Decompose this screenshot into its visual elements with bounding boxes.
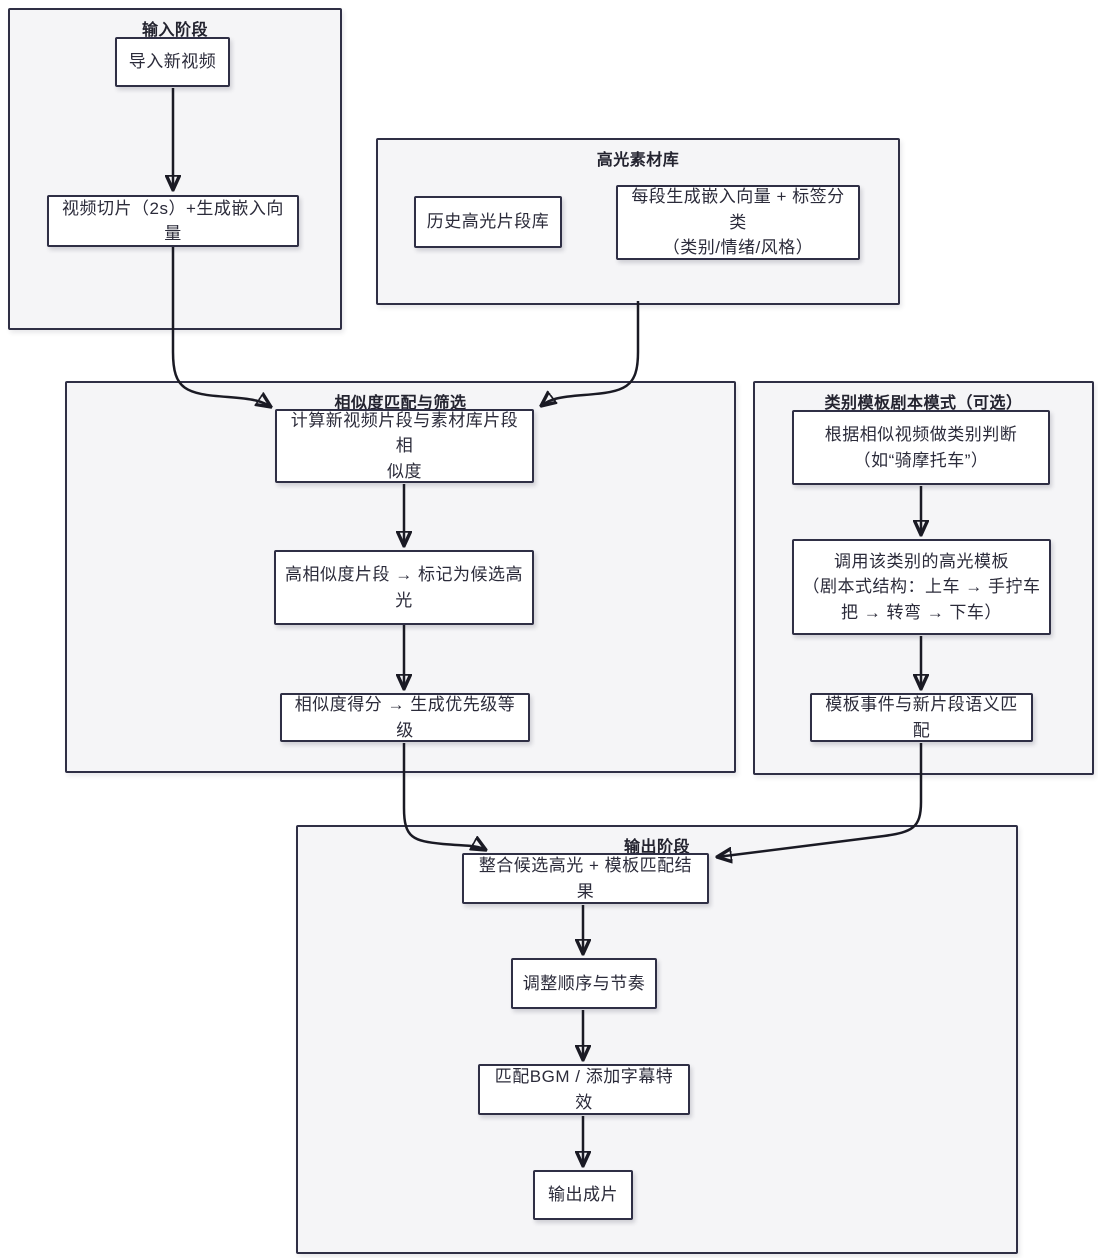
node-merge-results: 整合候选高光 + 模板匹配结果 — [462, 853, 709, 904]
node-mark-candidate: 高相似度片段 → 标记为候选高 光 — [274, 550, 534, 625]
node-history-library: 历史高光片段库 — [414, 196, 562, 248]
node-final-output: 输出成片 — [533, 1170, 633, 1220]
node-adjust-order: 调整顺序与节奏 — [511, 958, 657, 1009]
group-template-mode-title: 类别模板剧本模式（可选） — [824, 395, 1023, 412]
group-highlight-library-title: 高光素材库 — [596, 152, 680, 169]
node-category-judge: 根据相似视频做类别判断 （如“骑摩托车”） — [792, 410, 1050, 485]
node-bgm-subtitle: 匹配BGM / 添加字幕特效 — [478, 1064, 690, 1115]
group-similarity-matching-title: 相似度匹配与筛选 — [334, 395, 467, 412]
node-import-video: 导入新视频 — [115, 37, 230, 87]
group-input-stage-title: 输入阶段 — [141, 22, 208, 39]
node-score-priority: 相似度得分 → 生成优先级等级 — [280, 693, 530, 742]
node-embed-tags: 每段生成嵌入向量 + 标签分类 （类别/情绪/风格） — [616, 185, 860, 260]
node-call-template: 调用该类别的高光模板 （剧本式结构：上车 → 手拧车 把 → 转弯 → 下车） — [792, 539, 1051, 635]
group-output-stage-title: 输出阶段 — [623, 839, 690, 856]
node-compute-similarity: 计算新视频片段与素材库片段相 似度 — [275, 409, 534, 483]
node-video-slice: 视频切片（2s）+生成嵌入向量 — [47, 195, 299, 247]
node-semantic-match: 模板事件与新片段语义匹配 — [810, 693, 1033, 742]
